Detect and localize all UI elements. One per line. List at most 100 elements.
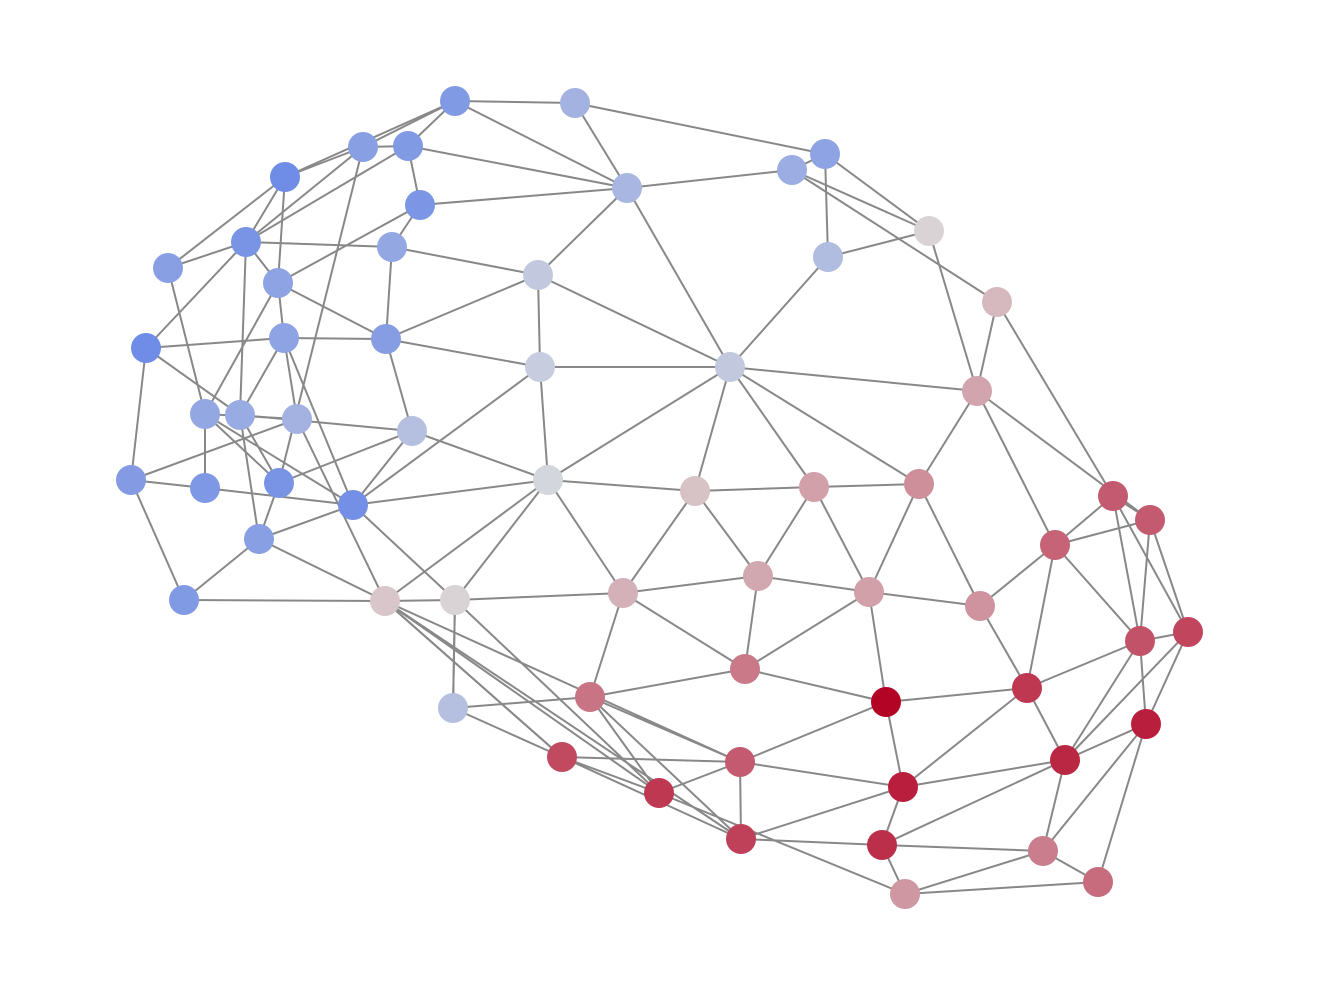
- graph-edge: [1139, 519, 1151, 642]
- graph-edge: [791, 169, 998, 303]
- graph-edge: [537, 274, 541, 368]
- graph-edge: [407, 145, 628, 189]
- graph-edge: [739, 761, 904, 788]
- graph-node: [890, 879, 920, 909]
- graph-node: [854, 577, 884, 607]
- graph-node: [397, 416, 427, 446]
- graph-node: [264, 468, 294, 498]
- graph-edge: [1064, 631, 1189, 761]
- graph-edge: [130, 479, 185, 601]
- graph-edge: [979, 544, 1056, 607]
- graph-edge: [918, 483, 981, 607]
- graph-node: [377, 232, 407, 262]
- graph-edge: [1042, 759, 1066, 852]
- graph-edge: [384, 600, 563, 758]
- graph-edge: [561, 756, 741, 763]
- graph-edge: [757, 575, 870, 593]
- graph-edge: [868, 591, 981, 607]
- graph-node: [269, 323, 299, 353]
- graph-edge: [419, 187, 628, 206]
- graph-edge: [744, 668, 887, 703]
- graph-edge: [385, 274, 539, 340]
- graph-edge: [729, 366, 978, 392]
- graph-node: [608, 578, 638, 608]
- graph-edge: [729, 256, 829, 368]
- graph-edge: [626, 169, 793, 189]
- graph-edge: [976, 301, 998, 392]
- graph-edge: [539, 366, 549, 481]
- graph-edge: [537, 274, 731, 368]
- graph-edge: [384, 600, 660, 794]
- graph-edge: [547, 479, 624, 594]
- graph-node: [1040, 530, 1070, 560]
- graph-edge: [885, 687, 1028, 703]
- graph-node: [560, 88, 590, 118]
- graph-edge: [694, 486, 815, 492]
- graph-node: [1012, 673, 1042, 703]
- graph-edge: [868, 483, 920, 593]
- graph-edge: [245, 241, 393, 248]
- graph-edge: [167, 176, 286, 269]
- graph-edge: [537, 187, 628, 276]
- graph-edge: [145, 241, 247, 349]
- graph-node: [962, 376, 992, 406]
- graph-edge: [827, 230, 930, 258]
- graph-node: [725, 747, 755, 777]
- graph-edge: [145, 347, 241, 416]
- graph-node: [169, 585, 199, 615]
- graph-edge: [868, 591, 887, 703]
- graph-node: [730, 654, 760, 684]
- graph-edge: [902, 759, 1066, 788]
- graph-edge: [979, 605, 1028, 689]
- graph-edge: [452, 696, 591, 709]
- graph-edge: [384, 479, 549, 602]
- graph-edge: [547, 366, 731, 481]
- graph-edge: [1064, 640, 1141, 761]
- nodes-layer: [116, 86, 1203, 909]
- graph-edge: [130, 418, 298, 481]
- graph-node: [813, 242, 843, 272]
- graph-node: [440, 86, 470, 116]
- graph-edge: [976, 390, 1056, 546]
- graph-edge: [904, 881, 1099, 895]
- edges-layer: [130, 100, 1189, 895]
- graph-node: [371, 324, 401, 354]
- graph-edge: [729, 366, 920, 485]
- graph-node: [116, 465, 146, 495]
- graph-edge: [813, 483, 920, 488]
- graph-node: [338, 490, 368, 520]
- graph-edge: [1042, 723, 1147, 852]
- graph-edge: [694, 490, 759, 577]
- graph-node: [1050, 745, 1080, 775]
- graph-edge: [352, 430, 413, 506]
- graph-node: [888, 772, 918, 802]
- graph-edge: [589, 592, 624, 698]
- graph-node: [1131, 709, 1161, 739]
- graph-edge: [384, 600, 742, 840]
- graph-edge: [1145, 631, 1189, 725]
- graph-edge: [411, 430, 549, 481]
- graph-node: [777, 155, 807, 185]
- graph-edge: [204, 413, 354, 506]
- graph-edge: [904, 850, 1044, 895]
- graph-node: [547, 742, 577, 772]
- graph-edge: [183, 599, 386, 602]
- graph-node: [348, 132, 378, 162]
- graph-edge: [1112, 495, 1189, 633]
- graph-edge: [454, 592, 624, 601]
- graph-node: [871, 687, 901, 717]
- graph-edge: [245, 146, 364, 243]
- graph-edge: [740, 786, 904, 840]
- graph-edge: [130, 347, 147, 481]
- graph-node: [523, 260, 553, 290]
- graph-edge: [622, 490, 696, 594]
- graph-node: [715, 352, 745, 382]
- graph-edge: [385, 338, 413, 432]
- graph-edge: [824, 153, 930, 232]
- graph-node: [799, 472, 829, 502]
- graph-node: [405, 190, 435, 220]
- graph-edge: [204, 282, 279, 415]
- graph-edge: [574, 102, 826, 155]
- graph-edge: [352, 504, 456, 601]
